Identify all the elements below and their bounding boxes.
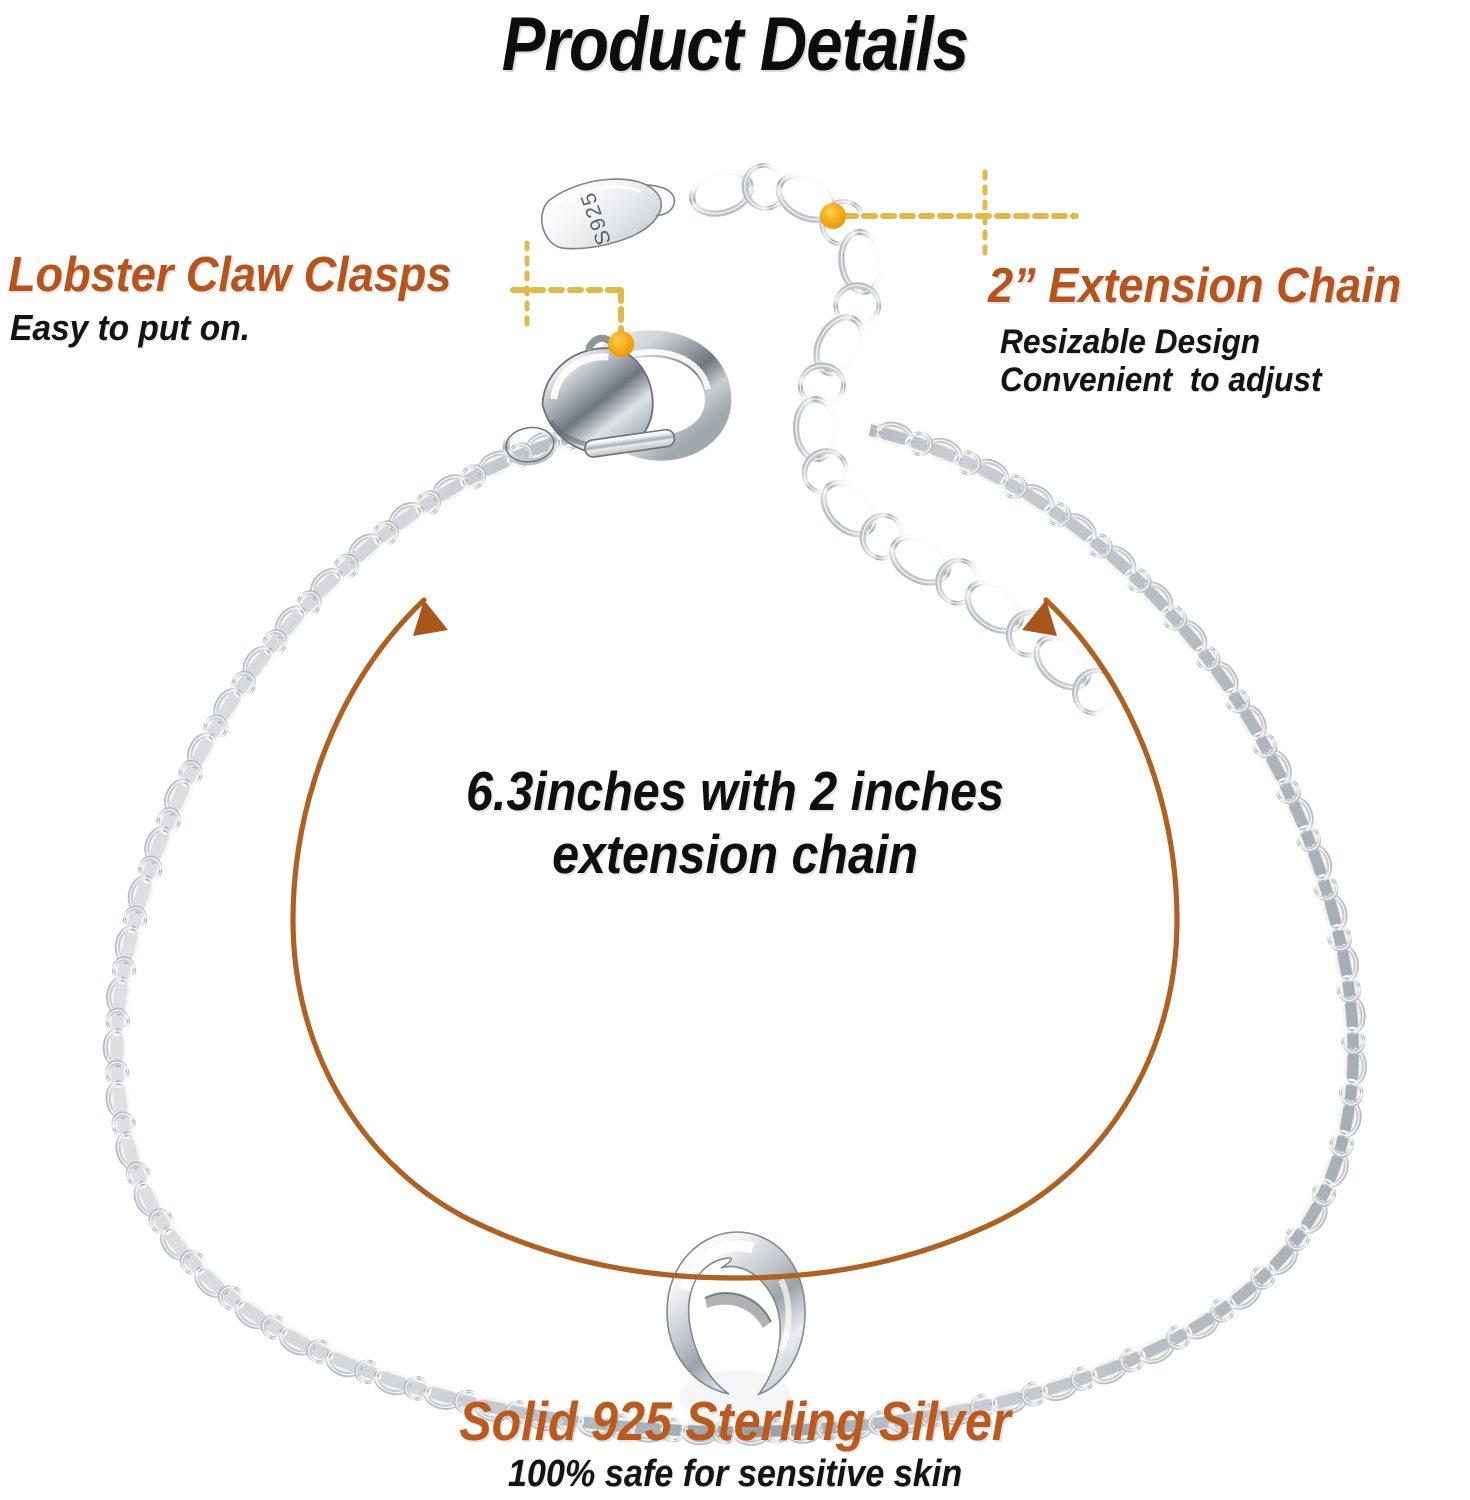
main-cable-chain: [104, 416, 1366, 1444]
left-leader-line: [510, 240, 634, 357]
callout-right-heading: 2” Extension Chain: [988, 259, 1402, 313]
page-title: Product Details: [501, 2, 969, 87]
hallmark-tag: S925: [540, 178, 676, 250]
arc-arrow-left: [413, 600, 448, 636]
measurement-label-line2: extension chain: [552, 823, 918, 885]
callout-left-heading: Lobster Claw Clasps: [8, 248, 452, 302]
right-highlight-dot: [820, 203, 846, 229]
arc-arrow-right: [1022, 600, 1057, 636]
footer-heading: Solid 925 Sterling Silver: [459, 1390, 1011, 1452]
measurement-label-line1: 6.3inches with 2 inches: [466, 760, 1004, 822]
measurement-arc: [290, 597, 1180, 1281]
right-leader-line: [820, 169, 1079, 265]
crescent-moon-pendant: [666, 1231, 806, 1422]
callout-right-subtext-line2: Convenient to adjust: [1000, 361, 1322, 399]
left-highlight-dot: [608, 331, 634, 357]
callout-left-subtext: Easy to put on.: [10, 307, 250, 348]
lobster-claw-clasp: [502, 330, 732, 466]
callout-right-subtext-line1: Resizable Design: [1000, 323, 1261, 361]
footer-subtext: 100% safe for sensitive skin: [507, 1453, 963, 1495]
